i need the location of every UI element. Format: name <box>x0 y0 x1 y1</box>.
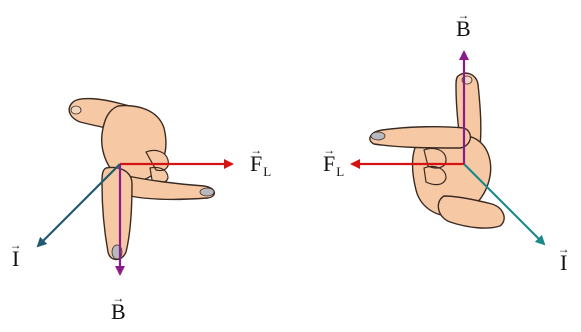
left-current-label: →I <box>9 238 22 271</box>
right-current-label: →I <box>557 242 570 275</box>
right-hand-curled-fingers <box>423 147 447 186</box>
right-current-letter: →I <box>557 242 570 275</box>
vector-arrow-icon: → <box>457 8 470 22</box>
left-force-label: →F L <box>250 143 272 179</box>
left-field-label: →B <box>111 291 126 324</box>
left-vectors <box>36 159 234 276</box>
left-hand-thumb-nail <box>70 105 82 115</box>
right-current-arrow <box>463 163 546 246</box>
left-force-subscript: L <box>263 164 272 179</box>
right-hand-index-nail <box>370 131 386 141</box>
vector-arrow-icon: → <box>112 291 125 305</box>
right-hand-illustration <box>369 72 505 229</box>
left-field-letter: →B <box>111 291 126 324</box>
right-hand-middle-finger <box>437 195 505 229</box>
vector-arrow-icon: → <box>557 242 570 256</box>
right-force-subscript: L <box>336 164 345 179</box>
left-current-letter: →I <box>9 238 22 271</box>
right-force-letter: →F <box>323 143 336 176</box>
vector-arrow-icon: → <box>9 238 22 252</box>
vector-arrow-icon: → <box>250 143 263 157</box>
right-field-letter: →B <box>456 8 471 41</box>
left-current-arrow <box>36 163 121 248</box>
left-hand-middle-nail <box>199 187 215 197</box>
right-field-label: →B <box>456 8 471 41</box>
right-vectors <box>350 50 546 246</box>
vector-arrow-icon: → <box>323 143 336 157</box>
right-force-label: →F L <box>323 143 345 179</box>
left-hand-illustration <box>68 97 215 261</box>
left-force-letter: →F <box>250 143 263 176</box>
right-hand-index-finger <box>369 125 471 149</box>
